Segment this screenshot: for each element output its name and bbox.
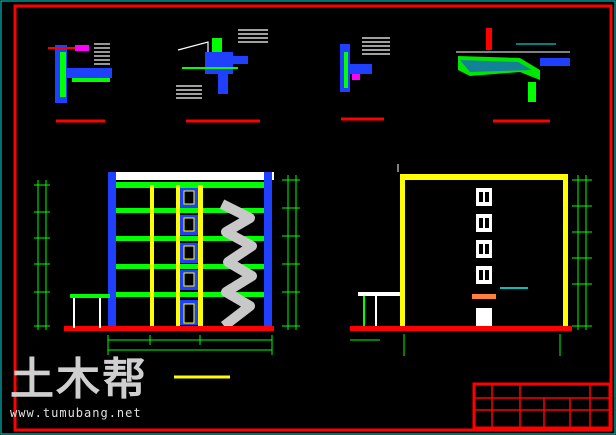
watermark-url: www.tumubang.net [10, 406, 142, 420]
watermark-logo-text: 土木帮 [10, 354, 148, 405]
watermark: 土木帮 www.tumubang.net [10, 354, 148, 421]
section-left [34, 172, 300, 379]
section-right [350, 164, 592, 356]
drawing-frame [13, 4, 613, 432]
detail-4 [456, 28, 570, 123]
detail-2 [176, 29, 268, 123]
detail-3 [340, 37, 390, 121]
title-block [472, 382, 612, 430]
detail-1 [48, 43, 112, 123]
